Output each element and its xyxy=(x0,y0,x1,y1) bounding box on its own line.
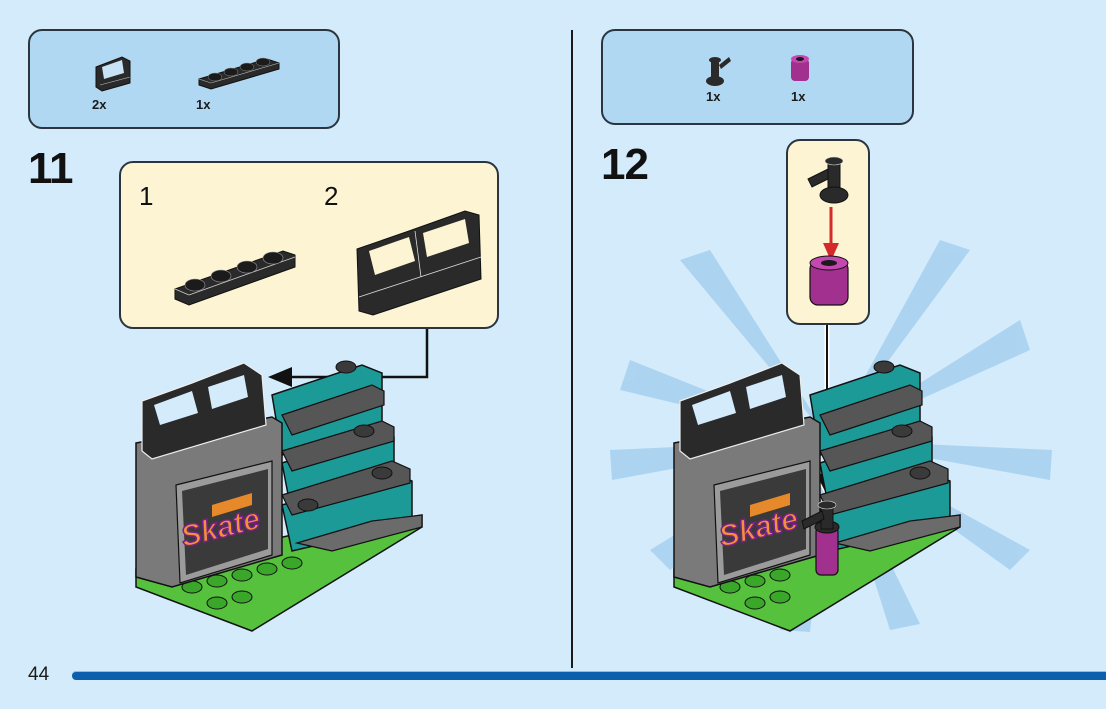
sub-step-number: 1 xyxy=(139,181,154,211)
step-12-sub-assembly-callout xyxy=(786,139,870,325)
step-number: 12 xyxy=(601,140,649,189)
skate-park-model: Skate xyxy=(135,360,423,632)
double-handle-tile-icon xyxy=(356,210,482,316)
sub-step-number: 2 xyxy=(324,181,339,211)
red-arrow-icon xyxy=(823,207,839,261)
tap-part-icon xyxy=(706,57,731,86)
part-quantity: 2x xyxy=(92,97,107,112)
round-brick-icon xyxy=(809,255,849,306)
plate-1x4-icon xyxy=(174,250,296,306)
part-quantity: 1x xyxy=(196,97,211,112)
page-number: 44 xyxy=(28,664,50,685)
step-11-parts-list: 2x 1x xyxy=(28,29,340,129)
handle-tile-part-icon xyxy=(95,56,131,92)
skate-park-model-completed: Skate xyxy=(673,360,961,632)
step-11-sub-assembly-callout: 1 2 xyxy=(119,161,499,329)
part-quantity: 1x xyxy=(706,89,721,104)
part-quantity: 1x xyxy=(791,89,806,104)
round-brick-part-icon xyxy=(791,55,809,81)
plate-1x4-part-icon xyxy=(198,57,280,90)
tap-icon xyxy=(807,156,849,204)
page-footer-bar xyxy=(72,672,1106,680)
step-divider xyxy=(571,30,573,668)
step-12-parts-list: 1x 1x xyxy=(601,29,914,125)
step-number: 11 xyxy=(28,144,74,193)
